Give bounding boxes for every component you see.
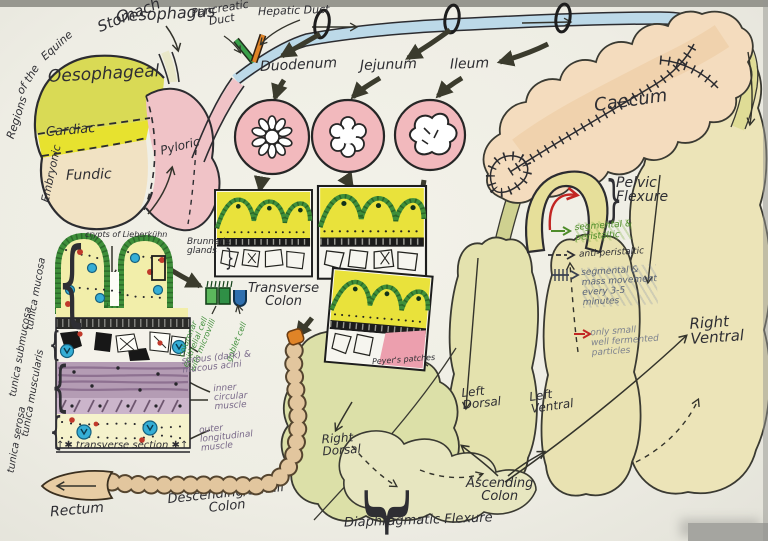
- pancreatic-duct-shape: [233, 37, 257, 65]
- ileum-cross-section: [393, 98, 467, 172]
- tunica-muscularis-brace: {: [50, 355, 70, 418]
- pancreatic-duct-leader: [223, 35, 242, 54]
- label-left-dorsal: Left Dorsal: [460, 383, 502, 413]
- left-dorsal-colon-shape: [446, 167, 539, 493]
- label-region-fundic: Fundic: [65, 166, 112, 184]
- pelvic-flexure-shape: [525, 170, 609, 254]
- flow-arrows: [351, 51, 756, 488]
- label-inner-circular-muscle: inner circular muscle: [213, 382, 248, 413]
- label-left-ventral: Left Ventral: [528, 386, 575, 417]
- goblet-cell-diagram: [205, 280, 247, 315]
- label-transverse-colon: Transverse Colon: [248, 281, 320, 310]
- label-transverse-section: ↑✱ transverse section ✱↑: [56, 440, 189, 451]
- diaphragmatic-flexure-brace: }: [360, 475, 417, 541]
- label-duodenum: Duodenum: [259, 54, 338, 76]
- ileum-mucosa-inset: [323, 266, 434, 372]
- brunners-brace: }: [225, 244, 235, 272]
- diaphragmatic-flexure-shape: [338, 430, 537, 523]
- label-hepatic-duct: Hepatic Duct: [257, 2, 330, 19]
- label-crypts: crypts of Lieberkühn: [85, 230, 168, 239]
- duodenum-cross-section: [233, 98, 311, 176]
- legend-particle-passage: only small well fermented particles: [590, 325, 660, 359]
- label-jejunum: Jejunum: [359, 56, 418, 74]
- left-ventral-colon-shape: [540, 233, 642, 497]
- legend-mass-movement: segmental & mass movement every 3-5 minu…: [580, 264, 659, 309]
- duodenum-mucosa-inset: [214, 189, 313, 278]
- label-ileum: Ileum: [449, 55, 490, 73]
- label-right-dorsal: Right Dorsal: [321, 430, 362, 459]
- label-pelvic-flexure: Pelvic Flexure: [616, 175, 669, 206]
- pelvic-flexure-brace: }: [605, 170, 623, 228]
- hepatic-duct-leader: [259, 19, 301, 46]
- legend-segmental-peristaltic: segmental & peristaltic: [574, 219, 634, 244]
- label-right-ventral: Right Ventral: [688, 312, 745, 349]
- tunica-mucosa-brace: {: [56, 228, 87, 337]
- tunica-submucosa-brace: {: [48, 325, 61, 365]
- jejunum-mucosa-inset: [316, 184, 428, 280]
- tunica-serosa-brace: {: [49, 409, 63, 453]
- caecum-stitch-bands: [486, 41, 722, 197]
- jejunum-cross-section: [310, 98, 386, 174]
- photo-right-edge: [763, 0, 768, 541]
- label-ascending-colon: Ascending Colon: [466, 476, 534, 505]
- label-outer-longitudinal-muscle: outer longitudinal muscle: [198, 423, 254, 455]
- photo-corner-shadow: [688, 523, 768, 541]
- stomach-shape: [33, 50, 245, 232]
- label-brunners-glands: Brunner's glands: [187, 237, 231, 257]
